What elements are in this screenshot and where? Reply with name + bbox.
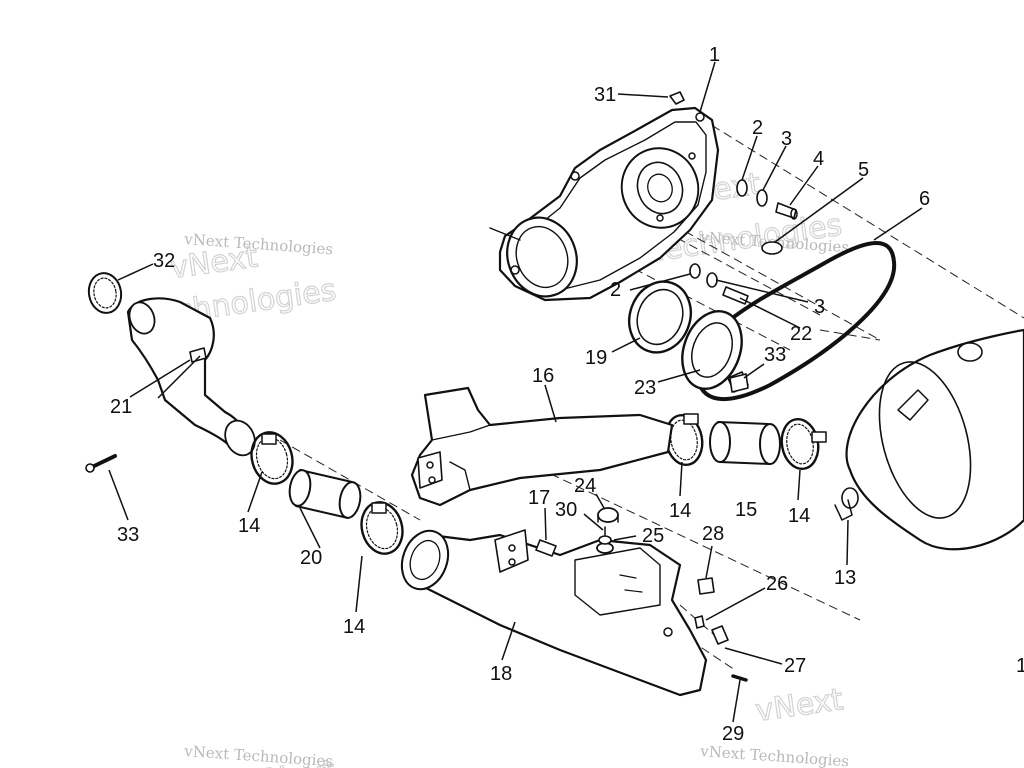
- hose-clamp-upper: [87, 272, 123, 314]
- callout-21: 21: [110, 396, 132, 418]
- washer-bolt-stack-upper: [736, 179, 798, 255]
- watermark-text: vNext Technologies: [699, 742, 850, 768]
- callout-17: 17: [528, 487, 550, 509]
- fitting-25-30: [596, 526, 614, 554]
- pin-26: [694, 615, 705, 629]
- callout-33: 33: [117, 524, 139, 546]
- clutch-housing: [834, 328, 1024, 551]
- callout-18: 18: [490, 663, 512, 685]
- callout-27: 27: [784, 655, 806, 677]
- callout-33: 33: [764, 344, 786, 366]
- drive-cover: [489, 106, 720, 302]
- hose-clamp-a: [250, 431, 294, 485]
- cap-24: [597, 507, 619, 523]
- callout-26: 26: [766, 573, 788, 595]
- callout-1: 1: [709, 44, 720, 66]
- callout-28: 28: [702, 523, 724, 545]
- callout-22: 22: [790, 323, 812, 345]
- callout-14: 14: [669, 500, 691, 522]
- callout-25: 25: [642, 525, 664, 547]
- callout-32: 32: [153, 250, 175, 272]
- callout-2: 2: [752, 117, 763, 139]
- airbox: [400, 529, 708, 697]
- intake-elbow: [126, 297, 256, 457]
- air-duct: [410, 386, 674, 507]
- nut-31: [669, 91, 685, 105]
- hose-sleeve-20: [288, 469, 362, 519]
- drive-belt: [695, 241, 897, 401]
- grommet-28: [697, 577, 715, 595]
- callout-labels: 1 31 2 3 4 5 6 32 2 3 22 19 33 23 16 21 …: [110, 44, 1024, 745]
- callout-24: 24: [574, 475, 596, 497]
- callout-16: 16: [532, 365, 554, 387]
- watermark-text: vNext Technologies: [183, 742, 334, 768]
- callout-20: 20: [300, 547, 322, 569]
- hose-sleeve-15: [709, 421, 781, 465]
- callout-6: 6: [919, 188, 930, 210]
- washer-bolt-stack-middle: [689, 263, 749, 305]
- callout-14: 14: [238, 515, 260, 537]
- callout-29: 29: [722, 723, 744, 745]
- callout-23: 23: [634, 377, 656, 399]
- screw-33-right: [729, 373, 749, 393]
- callout-15: 15: [735, 499, 757, 521]
- callout-14: 14: [343, 616, 365, 638]
- fastener-17: [535, 539, 557, 557]
- screw-left: [85, 454, 117, 473]
- seal-ring: [628, 280, 692, 354]
- callout-30: 30: [555, 499, 577, 521]
- leader-lines: [108, 61, 923, 723]
- callout-3: 3: [781, 128, 792, 150]
- callout-5: 5: [858, 159, 869, 181]
- callout-19: 19: [585, 347, 607, 369]
- hose-clamp-d: [780, 417, 827, 471]
- callout-13: 13: [834, 567, 856, 589]
- watermark-big-vnext: vNext: [754, 682, 846, 729]
- screw-29: [731, 674, 748, 682]
- callout-1: 1: [1016, 655, 1024, 677]
- callout-3: 3: [814, 296, 825, 318]
- callout-31: 31: [594, 84, 616, 106]
- callout-2: 2: [610, 279, 621, 301]
- hose-clamp-b: [360, 501, 404, 555]
- callout-4: 4: [813, 148, 824, 170]
- callout-14: 14: [788, 505, 810, 527]
- bushing-27: [711, 625, 729, 645]
